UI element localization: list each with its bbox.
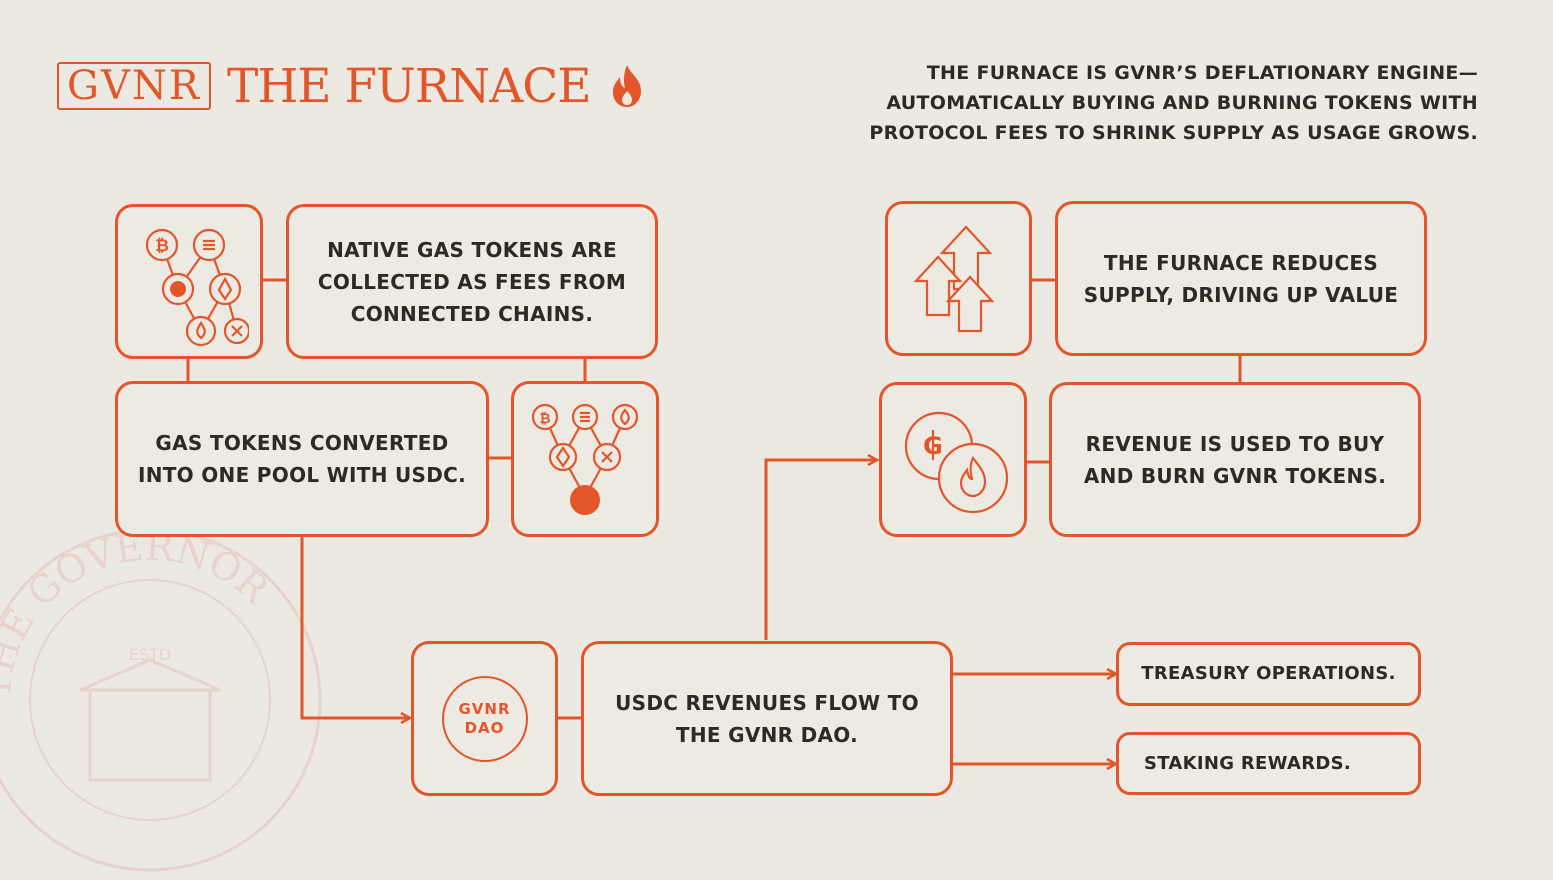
flow-step: USDC REVENUES FLOW TO THE GVNR DAO.: [581, 641, 953, 796]
brand-logo: GVNR: [57, 62, 211, 110]
flow-step-text: USDC REVENUES FLOW TO THE GVNR DAO.: [615, 690, 919, 747]
arrow-convert-to-dao: [300, 536, 410, 718]
governor-seal-watermark: THE GOVERNOR ESTD: [0, 524, 322, 872]
seal-estd: ESTD: [129, 645, 171, 664]
dao-badge-line1: GVNR: [458, 699, 511, 718]
treasury-operations-box: TREASURY OPERATIONS.: [1116, 642, 1421, 706]
dao-badge-box: GVNR DAO: [411, 641, 558, 796]
svg-text:₿: ₿: [155, 236, 169, 256]
reduce-step-text: THE FURNACE REDUCES SUPPLY, DRIVING UP V…: [1083, 250, 1399, 307]
gvnr-coin-burn-icon: G: [904, 411, 1009, 513]
reduce-icon-box: [885, 201, 1032, 356]
reduce-step: THE FURNACE REDUCES SUPPLY, DRIVING UP V…: [1055, 201, 1427, 356]
staking-rewards-box: STAKING REWARDS.: [1116, 732, 1421, 795]
token-merge-icon: ₿: [531, 403, 639, 515]
page-title: THE FURNACE: [226, 58, 592, 114]
buyburn-step: REVENUE IS USED TO BUY AND BURN GVNR TOK…: [1049, 382, 1421, 537]
header-brand: GVNR THE FURNACE: [57, 58, 645, 114]
collect-icon-box: ₿: [115, 204, 263, 359]
svg-text:₿: ₿: [539, 411, 550, 427]
treasury-operations-text: TREASURY OPERATIONS.: [1141, 663, 1396, 684]
convert-step-text: GAS TOKENS CONVERTED INTO ONE POOL WITH …: [137, 431, 467, 487]
collect-step-text: NATIVE GAS TOKENS ARE COLLECTED AS FEES …: [317, 237, 627, 326]
collect-step: NATIVE GAS TOKENS ARE COLLECTED AS FEES …: [286, 204, 658, 359]
gvnr-dao-badge: GVNR DAO: [441, 675, 528, 762]
intro-description: THE FURNACE IS GVNR’S DEFLATIONARY ENGIN…: [869, 62, 1478, 144]
arrow-flow-to-buyburn: [764, 460, 877, 640]
token-network-icon: ₿: [145, 228, 249, 346]
convert-step: GAS TOKENS CONVERTED INTO ONE POOL WITH …: [115, 381, 489, 537]
staking-rewards-text: STAKING REWARDS.: [1143, 752, 1352, 774]
dao-badge-line2: DAO: [464, 718, 505, 737]
flow-connectors: [186, 278, 1242, 858]
buyburn-step-text: REVENUE IS USED TO BUY AND BURN GVNR TOK…: [1083, 431, 1387, 488]
buyburn-icon-box: G: [879, 382, 1027, 537]
convert-icon-box: ₿: [511, 381, 659, 537]
rising-arrows-icon: [912, 224, 995, 332]
flame-icon: [612, 65, 641, 107]
